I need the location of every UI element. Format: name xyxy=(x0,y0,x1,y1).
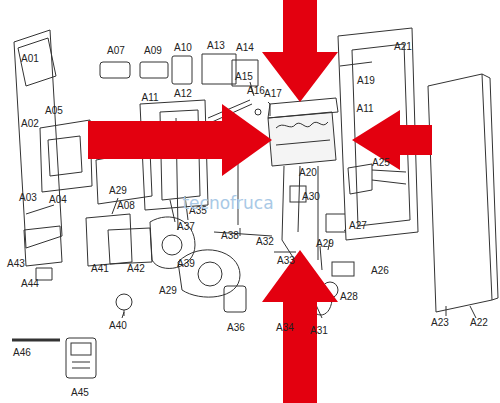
callout-number: A11 xyxy=(141,92,158,103)
callout-number: A12 xyxy=(174,88,192,99)
callout-number: A17 xyxy=(264,88,282,99)
callout-number: A32 xyxy=(256,236,274,247)
callout-number: A36 xyxy=(227,322,245,333)
callout-number: A01 xyxy=(21,53,39,64)
callout-number: A20 xyxy=(299,167,317,178)
callout-number: A40 xyxy=(109,320,127,331)
callout-number: A29 xyxy=(159,285,177,296)
callout-number: A41 xyxy=(91,263,109,274)
callout-number: A45 xyxy=(71,387,89,398)
callout-number: A38 xyxy=(221,230,239,241)
callout-number: A19 xyxy=(357,75,375,86)
callout-number: A23 xyxy=(431,317,449,328)
callout-number: A30 xyxy=(302,191,320,202)
callout-number: A07 xyxy=(107,45,125,56)
callout-number: A04 xyxy=(49,194,67,205)
callout-number: A27 xyxy=(349,220,367,231)
callout-number: A44 xyxy=(21,278,39,289)
watermark: tecnofruca xyxy=(182,193,273,213)
callout-number: A08 xyxy=(117,200,135,211)
callout-number: A13 xyxy=(207,40,225,51)
callout-number: A21 xyxy=(394,41,412,52)
callout-number: A37 xyxy=(177,221,195,232)
callout-number: A15 xyxy=(235,71,253,82)
callout-number: A29 xyxy=(109,185,127,196)
callout-number: A25 xyxy=(372,157,390,168)
callout-number: A03 xyxy=(19,192,37,203)
callout-number: A34 xyxy=(276,322,294,333)
callout-number: A16 xyxy=(247,85,265,96)
callout-number: A14 xyxy=(236,42,254,53)
callout-number: A28 xyxy=(340,291,358,302)
callout-number: A39 xyxy=(177,258,195,269)
callout-number: A26 xyxy=(371,265,389,276)
callout-number: A10 xyxy=(174,42,192,53)
callout-number: A09 xyxy=(144,45,162,56)
callout-number: A02 xyxy=(21,118,39,129)
callout-number: A29 xyxy=(316,238,334,249)
callout-number: A31 xyxy=(310,325,328,336)
callout-number: A42 xyxy=(127,263,145,274)
callout-number: A43 xyxy=(7,258,25,269)
callout-number: A22 xyxy=(470,317,488,328)
callout-number: A33 xyxy=(277,255,295,266)
callout-number: A11 xyxy=(356,103,373,114)
callout-number: A05 xyxy=(45,105,63,116)
callout-number: A46 xyxy=(13,347,31,358)
